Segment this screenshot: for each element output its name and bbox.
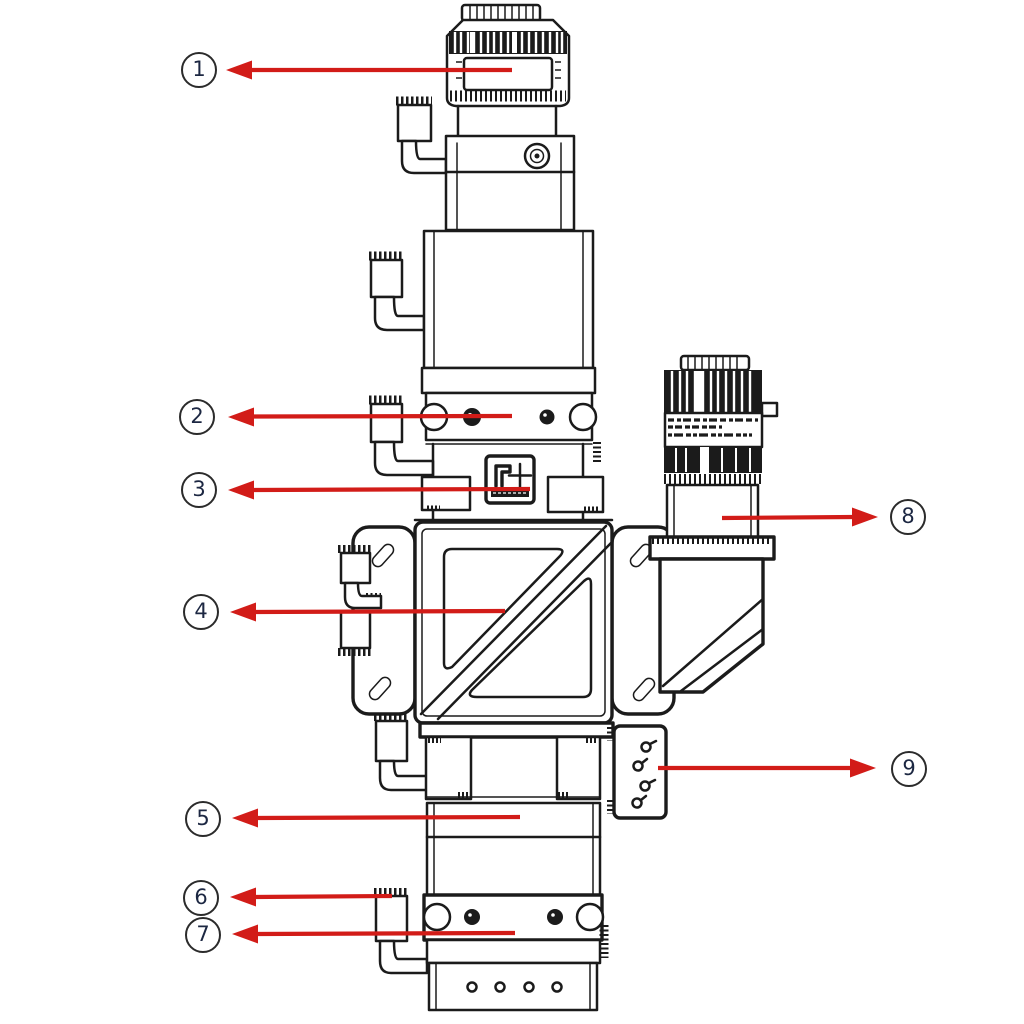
callout-7: 7	[185, 917, 221, 953]
callout-arrows	[226, 60, 878, 944]
callout-2-number: 2	[190, 403, 204, 428]
callout-4-number: 4	[194, 598, 208, 623]
nozzle-base	[425, 938, 602, 1012]
callout-1: 1	[181, 52, 217, 88]
lower-flange	[418, 721, 615, 801]
indicator-box	[607, 724, 668, 820]
callout-7-number: 7	[196, 921, 210, 946]
top-left-fitting	[396, 96, 448, 175]
callout-9: 9	[891, 751, 927, 787]
callout-1-number: 1	[192, 56, 206, 81]
mid-left-fitting-b	[369, 395, 435, 477]
upper-screw-band	[419, 391, 598, 445]
lower-screw-band	[422, 893, 609, 958]
callout-2: 2	[179, 399, 215, 435]
callout-5: 5	[185, 801, 221, 837]
callout-4: 4	[183, 594, 219, 630]
callout-5-number: 5	[196, 805, 210, 830]
bottom-left-fitting-upper	[374, 713, 429, 792]
beam-bender-module	[413, 520, 614, 725]
brand-plate	[484, 454, 536, 505]
callout-3-number: 3	[192, 476, 206, 501]
lower-body	[425, 796, 602, 897]
callout-8: 8	[890, 499, 926, 535]
collimator-body	[420, 229, 597, 395]
callout-3: 3	[181, 472, 217, 508]
indicator-screws	[631, 739, 658, 809]
callout-9-number: 9	[902, 755, 916, 780]
mid-left-fitting-a	[369, 251, 426, 332]
callout-6-number: 6	[194, 884, 208, 909]
callout-8-number: 8	[901, 503, 915, 528]
neck-section	[413, 442, 614, 522]
callout-6: 6	[183, 880, 219, 916]
head-block	[444, 134, 576, 232]
fiber-connector	[445, 3, 571, 138]
camera-module	[648, 354, 779, 694]
